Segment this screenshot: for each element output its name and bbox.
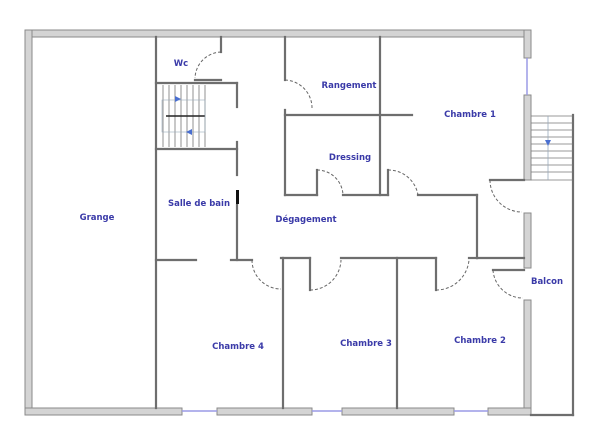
room-label-salle-de-bain: Salle de bain <box>167 199 231 209</box>
interior-walls <box>154 35 575 417</box>
room-label-chambre-4: Chambre 4 <box>212 342 264 352</box>
room-label-wc: Wc <box>173 59 189 69</box>
interior-staircase <box>161 85 206 147</box>
room-label-grange: Grange <box>79 213 115 223</box>
room-label-chambre-3: Chambre 3 <box>340 339 392 349</box>
room-label-chambre-1: Chambre 1 <box>444 110 496 120</box>
exterior-staircase <box>531 115 573 181</box>
room-label-balcon: Balcon <box>530 277 564 287</box>
bathroom-door-mark <box>236 190 239 204</box>
door-swings <box>194 51 524 299</box>
room-label-dressing: Dressing <box>328 153 372 163</box>
windows <box>155 52 528 412</box>
room-label-rangement: Rangement <box>321 81 377 91</box>
room-label-degagement: Dégagement <box>275 215 337 225</box>
room-label-chambre-2: Chambre 2 <box>454 336 506 346</box>
